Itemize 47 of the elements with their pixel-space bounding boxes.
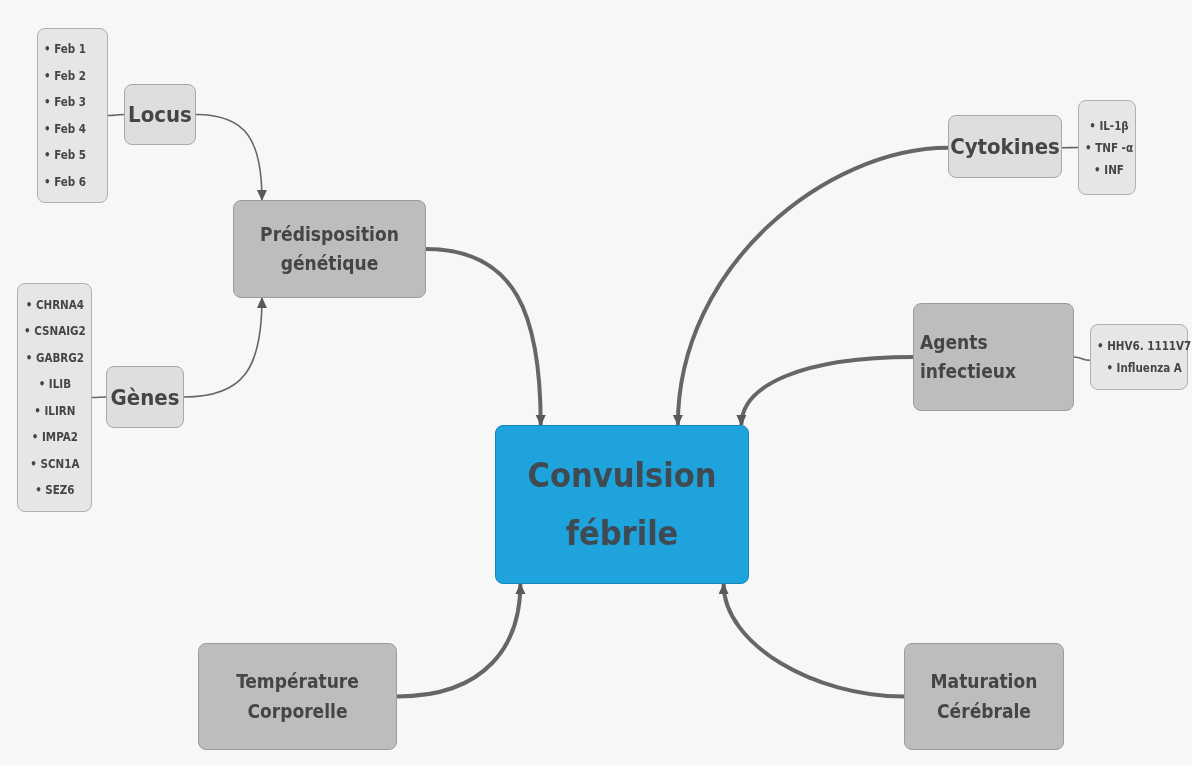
factor-box: [913, 303, 1074, 411]
arrow: [719, 583, 905, 699]
arrow: [183, 297, 267, 398]
list-item: • CSNAIG2: [23, 323, 86, 340]
list-item: • CHRNA4: [24, 296, 85, 314]
list-item: • Feb 2: [43, 67, 87, 85]
factor-box: [198, 643, 397, 750]
connector-line: [91, 396, 107, 399]
topic-box: [948, 115, 1062, 178]
factor-box: [233, 200, 426, 298]
bullet-list-box: [37, 28, 108, 203]
list-item: • Feb 5: [43, 147, 87, 164]
node-label: Locus: [128, 102, 192, 127]
list-item: • ILIB: [37, 376, 73, 393]
topic-box: [124, 84, 196, 145]
list-item: • HHV6. 1111V7: [1096, 338, 1192, 355]
arrow: [673, 145, 949, 426]
list-item: • SCN1A: [29, 455, 81, 473]
list-item: • Feb 1: [43, 41, 87, 58]
node-label: Agents infectieux: [920, 329, 1017, 384]
topic-box: [106, 366, 184, 428]
arrow: [195, 113, 267, 201]
node-label: Cytokines: [950, 134, 1060, 159]
list-item: • ILIRN: [33, 402, 77, 420]
list-item: • Feb 4: [43, 120, 87, 138]
list-item: • GABRG2: [24, 349, 85, 367]
bullet-list-box: [17, 283, 92, 512]
list-item: • Feb 3: [43, 94, 87, 111]
central-topic-box: [495, 425, 749, 584]
list-item: • INF: [1093, 161, 1125, 179]
list-item: • Feb 6: [43, 173, 87, 191]
arrow: [396, 583, 525, 699]
bullet-list-box: [1078, 100, 1136, 195]
node-label: Maturation Cérébrale: [929, 669, 1039, 724]
arrow: [737, 355, 914, 426]
arrow: [425, 247, 546, 426]
list-item: • IL-1β: [1088, 117, 1130, 135]
list-item: • Influenza A: [1105, 360, 1183, 377]
connector-line: [1073, 356, 1091, 362]
node-label: Température Corporelle: [235, 669, 360, 724]
list-item: • IMPA2: [30, 429, 79, 446]
node-label: Gènes: [110, 384, 180, 410]
factor-box: [904, 643, 1064, 750]
node-label: Prédisposition génétique: [259, 221, 400, 276]
list-item: • TNF -α: [1084, 139, 1133, 157]
node-label: Convulsion fébrile: [526, 453, 718, 555]
list-item: • SEZ6: [34, 482, 76, 499]
